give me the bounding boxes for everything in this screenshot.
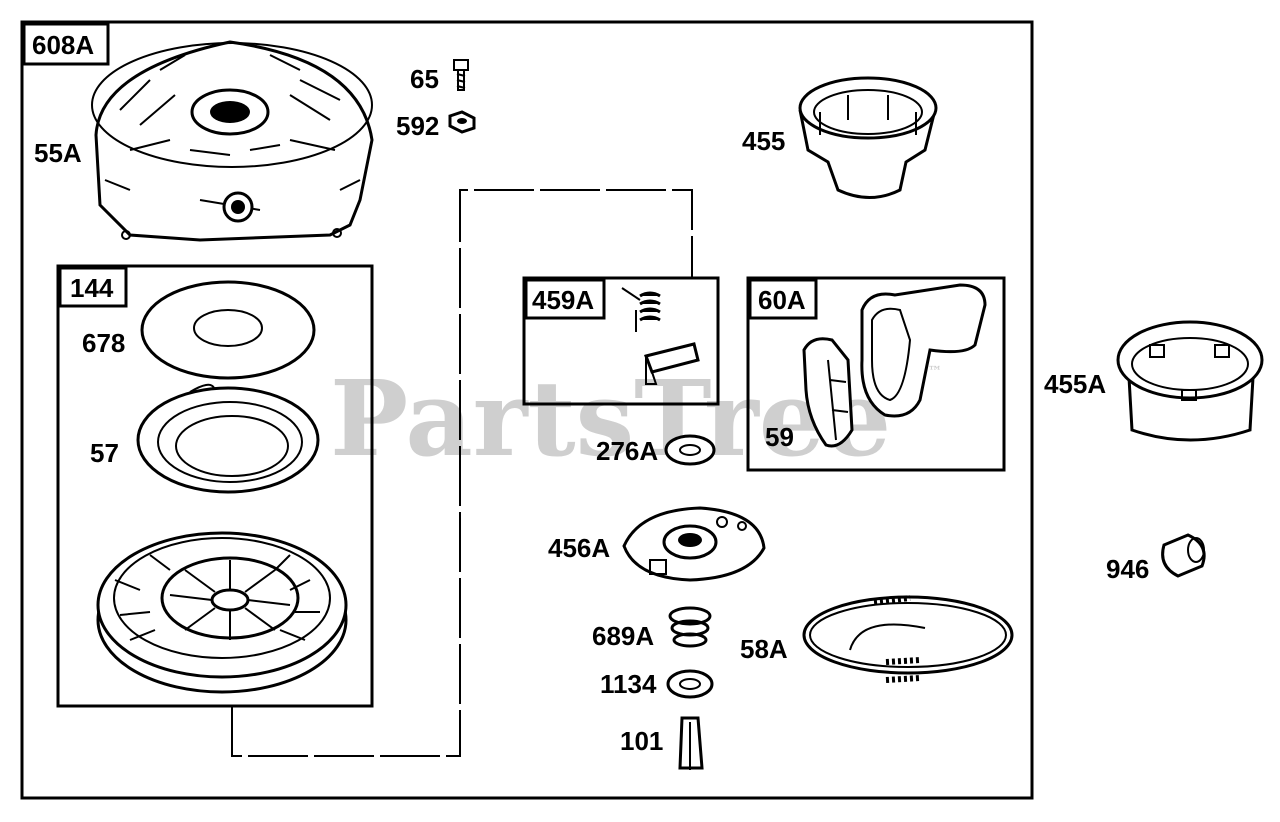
pulley-drawing xyxy=(96,531,348,694)
kit-60A-frame xyxy=(746,276,1006,472)
part-label-455[interactable]: 455 xyxy=(742,126,785,156)
kit-144-label[interactable]: 144 xyxy=(70,273,114,303)
kit-144-label-box xyxy=(58,266,128,308)
kit-144-frame xyxy=(56,264,374,708)
retainer-pin-drawing xyxy=(678,716,704,770)
part-label-456A[interactable]: 456A xyxy=(548,533,610,563)
part-label-592[interactable]: 592 xyxy=(396,111,439,141)
part-label-678[interactable]: 678 xyxy=(82,328,125,358)
starter-handle-drawing xyxy=(802,283,987,448)
watermark-trademark: ™ xyxy=(928,364,942,380)
part-label-59[interactable]: 59 xyxy=(765,422,794,452)
cone-spring-drawing xyxy=(668,606,712,648)
cup-455A-drawing xyxy=(1116,320,1264,442)
starter-housing-drawing xyxy=(91,40,374,242)
part-label-58A[interactable]: 58A xyxy=(740,634,788,664)
part-label-55A[interactable]: 55A xyxy=(34,138,82,168)
kit-60A-label[interactable]: 60A xyxy=(758,285,806,315)
cup-455-drawing xyxy=(798,76,938,199)
kit-459A-frame xyxy=(522,276,720,406)
cam-plate-drawing xyxy=(622,506,766,582)
kit-60A-label-box xyxy=(748,278,818,320)
kit-608A-frame xyxy=(20,20,1034,800)
part-label-57[interactable]: 57 xyxy=(90,438,119,468)
washer-1134-drawing xyxy=(666,669,714,699)
connector-line xyxy=(231,189,693,757)
washer-276A-drawing xyxy=(664,434,716,466)
part-label-455A[interactable]: 455A xyxy=(1044,369,1106,399)
part-label-65[interactable]: 65 xyxy=(410,64,439,94)
kit-459A-label[interactable]: 459A xyxy=(532,285,594,315)
starter-rope-drawing xyxy=(802,595,1014,683)
part-label-689A[interactable]: 689A xyxy=(592,621,654,651)
nut-drawing xyxy=(448,110,476,134)
kit-608A-label-box xyxy=(22,22,110,66)
screw-drawing xyxy=(453,59,469,91)
kit-608A-label[interactable]: 608A xyxy=(32,30,94,60)
kit-459A-label-box xyxy=(524,278,606,320)
part-label-276A[interactable]: 276A xyxy=(596,436,658,466)
pawl-spring-drawing xyxy=(621,287,700,385)
watermark-text: PartsTree xyxy=(330,357,891,480)
part-label-101[interactable]: 101 xyxy=(620,726,663,756)
recoil-spring-drawing xyxy=(136,383,320,494)
part-label-946[interactable]: 946 xyxy=(1106,554,1149,584)
plate-washer-drawing xyxy=(140,280,316,380)
part-label-1134[interactable]: 1134 xyxy=(600,669,657,699)
bushing-drawing xyxy=(1161,533,1206,578)
